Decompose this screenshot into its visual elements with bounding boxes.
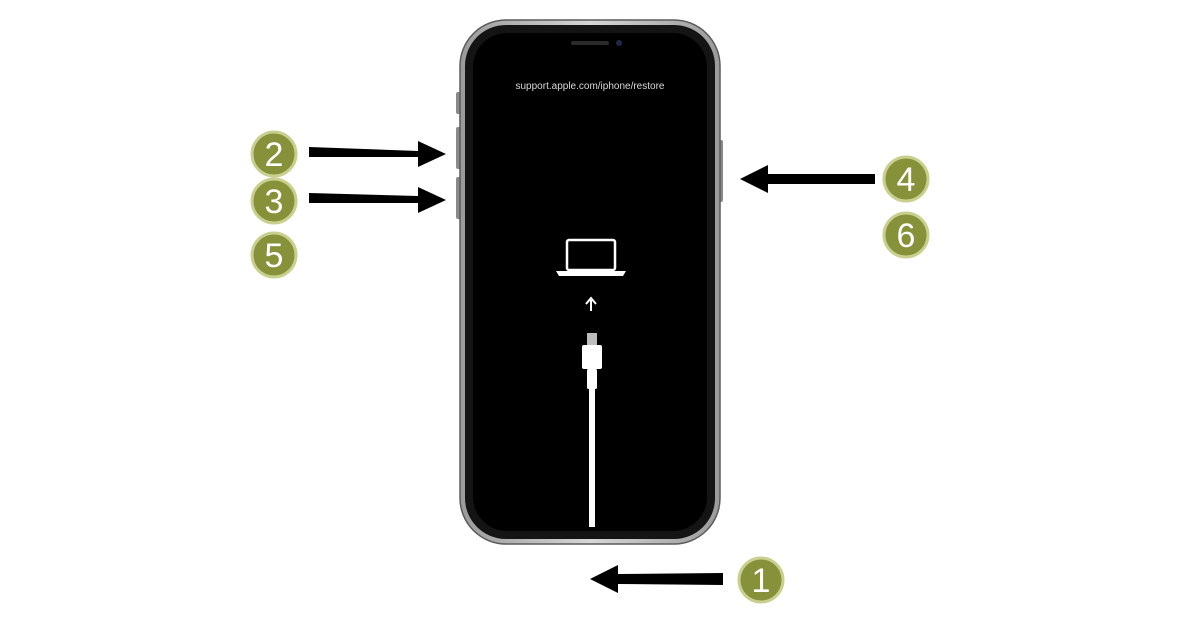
lightning-cable-icon [582,333,602,527]
step-badge-2: 2 [250,130,298,178]
step-number-6: 6 [897,217,916,255]
up-arrow-icon [585,296,597,311]
arrow-to-side-button [740,165,875,193]
iphone: support.apple.com/iphone/restore [456,19,723,545]
step-badge-1: 1 [737,556,785,604]
step-badge-6: 6 [882,211,930,259]
step-number-5: 5 [265,237,284,275]
speaker-grille [571,41,609,45]
step-badge-4: 4 [882,155,930,203]
arrow-to-port [590,565,723,593]
step-number-4: 4 [897,161,916,199]
step-badge-3: 3 [250,177,298,225]
step-number-3: 3 [265,183,284,221]
step-badge-5: 5 [250,231,298,279]
laptop-icon [556,238,626,276]
phone-screen [473,33,707,531]
arrow-to-volume-up [309,141,446,167]
step-number-1: 1 [752,562,771,600]
restore-url: support.apple.com/iphone/restore [516,81,665,92]
front-camera [616,40,622,46]
step-number-2: 2 [265,136,284,174]
arrow-to-volume-down [309,187,446,213]
